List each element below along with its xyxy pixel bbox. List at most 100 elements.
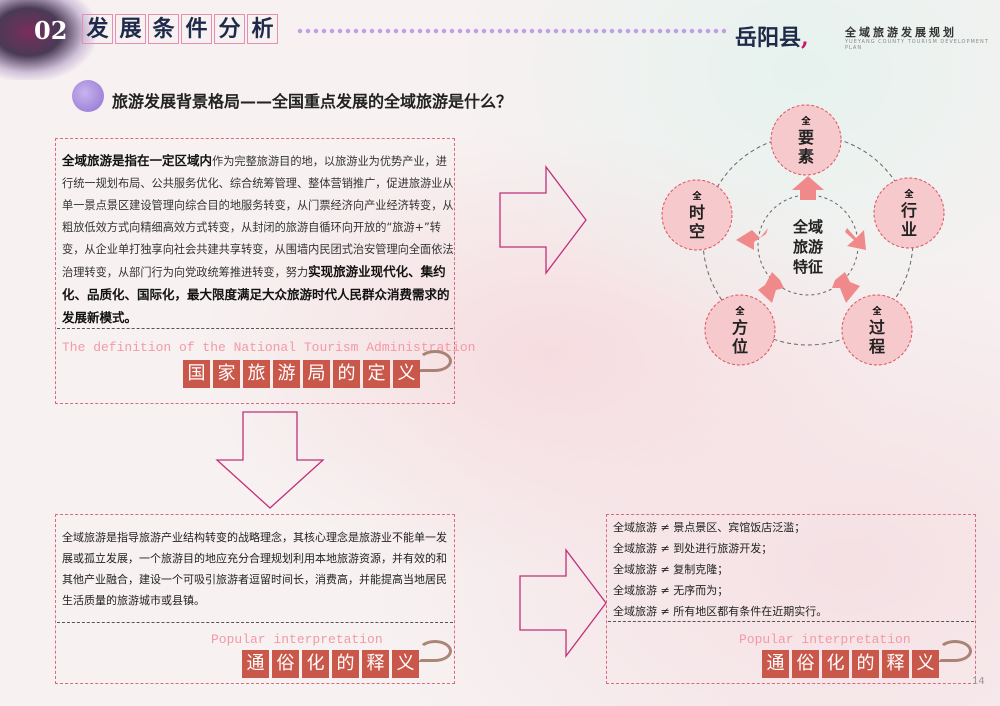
node-label: 程 <box>869 337 885 356</box>
title-char: 件 <box>181 14 212 44</box>
node-label: 方 <box>732 318 748 337</box>
list-item: 全域旅游 ≠ 无序而为； <box>613 584 729 597</box>
node-small-label: 全 <box>903 188 914 200</box>
stamp-char: 义 <box>392 650 419 678</box>
stamp-char: 的 <box>332 650 359 678</box>
stamp-char: 俗 <box>792 650 819 678</box>
dotted-divider <box>296 28 726 34</box>
arrow-right-icon <box>519 548 607 658</box>
stamp-char: 国 <box>183 360 210 388</box>
title-char: 析 <box>247 14 278 44</box>
stamp-char: 家 <box>213 360 240 388</box>
arrow-up-icon <box>792 176 824 200</box>
logo-english: YUEYANG COUNTY TOURISM DEVELOPMENT PLAN <box>845 39 989 51</box>
swirl-decoration <box>938 640 972 662</box>
arrow-left-icon <box>736 228 768 250</box>
definition-box <box>55 138 455 404</box>
ink-splash-decoration <box>0 0 95 80</box>
list-item: 全域旅游 ≠ 复制克隆； <box>613 563 729 576</box>
stamp-char: 旅 <box>243 360 270 388</box>
bullet-circle-icon <box>72 80 104 112</box>
feature-node: 全要素 <box>770 104 842 176</box>
node-circle <box>873 177 945 249</box>
popular-stamp: 通俗化的释义 <box>242 650 419 678</box>
logo-mark: , <box>801 25 809 51</box>
definition-lead: 全域旅游是指在一定区域内 <box>62 153 213 168</box>
node-label: 素 <box>798 147 814 166</box>
definition-tail: 实现旅游业现代化、集约化、品质化、国际化，最大限度满足大众旅游时代人民群众消费需… <box>62 264 450 325</box>
not-stamp: 通俗化的释义 <box>762 650 939 678</box>
node-small-label: 全 <box>734 305 745 317</box>
center-line: 特征 <box>793 258 823 276</box>
node-label: 行 <box>900 201 917 220</box>
arrow-down-left-icon <box>758 272 784 303</box>
node-circle <box>661 179 733 251</box>
title-char: 发 <box>82 14 113 44</box>
not-equal-list: 全域旅游 ≠ 景点景区、宾馆饭店泛滥； 全域旅游 ≠ 到处进行旅游开发； 全域旅… <box>613 517 827 622</box>
node-label: 要 <box>798 128 814 147</box>
title-char: 展 <box>115 14 146 44</box>
stamp-char: 化 <box>822 650 849 678</box>
node-small-label: 全 <box>871 305 882 317</box>
not-en-label: Popular interpretation <box>739 632 911 647</box>
stamp-char: 俗 <box>272 650 299 678</box>
arrow-right-up-icon <box>845 228 866 250</box>
list-item: 全域旅游 ≠ 所有地区都有条件在近期实行。 <box>613 605 828 618</box>
stamp-char: 化 <box>302 650 329 678</box>
popular-interpretation-box <box>55 514 455 684</box>
logo-subtitle: 全域旅游发展规划 <box>845 26 957 39</box>
divider <box>57 328 453 329</box>
node-label: 时 <box>689 203 705 222</box>
node-label: 过 <box>869 318 885 337</box>
section-number: 02 <box>34 16 68 45</box>
stamp-char: 的 <box>333 360 360 388</box>
section-title: 发展条件分析 <box>82 14 278 44</box>
stamp-char: 义 <box>393 360 420 388</box>
node-small-label: 全 <box>691 190 702 202</box>
swirl-decoration <box>418 640 452 662</box>
stamp-char: 游 <box>273 360 300 388</box>
stamp-char: 释 <box>362 650 389 678</box>
node-circle <box>841 294 913 366</box>
stamp-char: 义 <box>912 650 939 678</box>
list-item: 全域旅游 ≠ 景点景区、宾馆饭店泛滥； <box>613 521 806 534</box>
popular-en-label: Popular interpretation <box>211 632 383 647</box>
node-circle <box>770 104 842 176</box>
arrow-right-icon <box>499 165 587 275</box>
feature-node: 全时空 <box>661 179 733 251</box>
stamp-char: 通 <box>242 650 269 678</box>
stamp-char: 定 <box>363 360 390 388</box>
feature-node: 全过程 <box>841 294 913 366</box>
title-char: 分 <box>214 14 245 44</box>
node-label: 空 <box>689 222 705 241</box>
divider <box>608 621 974 622</box>
node-circle <box>704 294 776 366</box>
swirl-decoration <box>418 350 452 372</box>
definition-body: 作为完整旅游目的地，以旅游业为优势产业，进行统一规划布局、公共服务优化、综合统筹… <box>62 155 454 279</box>
node-label: 业 <box>901 220 917 239</box>
arrows-group <box>736 176 866 303</box>
not-equal-box <box>606 514 976 684</box>
definition-en-label: The definition of the National Tourism A… <box>62 340 476 355</box>
node-label: 位 <box>732 337 748 356</box>
stamp-char: 的 <box>852 650 879 678</box>
stamp-char: 通 <box>762 650 789 678</box>
definition-stamp: 国家旅游局的定义 <box>183 360 420 388</box>
stamp-char: 局 <box>303 360 330 388</box>
feature-node: 全行业 <box>873 177 945 249</box>
list-item: 全域旅游 ≠ 到处进行旅游开发； <box>613 542 773 555</box>
node-small-label: 全 <box>800 115 811 127</box>
stamp-char: 释 <box>882 650 909 678</box>
title-char: 条 <box>148 14 179 44</box>
center-label: 全域 旅游 特征 <box>792 218 823 276</box>
page-number: 14 <box>972 676 985 687</box>
definition-text: 全域旅游是指在一定区域内作为完整旅游目的地，以旅游业为优势产业，进行统一规划布局… <box>62 150 454 330</box>
logo-text: 岳阳县 <box>735 25 802 51</box>
popular-text: 全域旅游是指导旅游产业结构转变的战略理念，其核心理念是旅游业不能单一发展或孤立发… <box>62 531 447 607</box>
feature-node: 全方位 <box>704 294 776 366</box>
arrow-down-right-icon <box>832 272 860 303</box>
logo: 岳阳县, <box>735 20 809 52</box>
arrow-down-icon <box>215 411 325 509</box>
center-line: 全域 <box>792 218 823 236</box>
